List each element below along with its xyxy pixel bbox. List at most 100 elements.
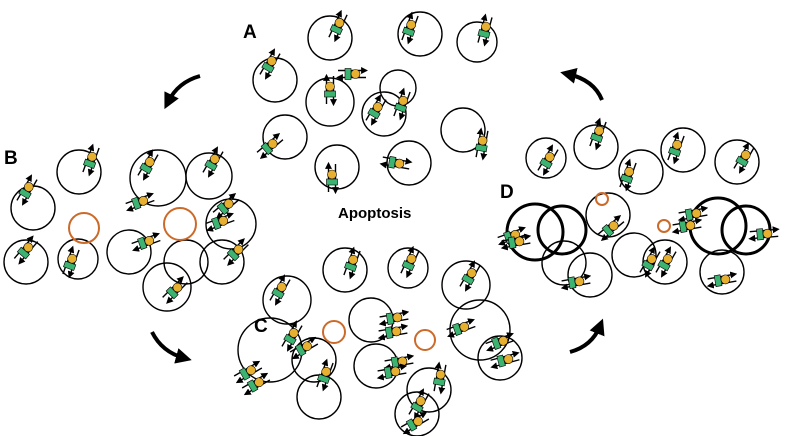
flux-arrow-outward — [672, 217, 703, 226]
cell-20 — [163, 239, 209, 285]
flux-arrow-inward — [500, 242, 531, 251]
receptor-pair-11 — [325, 161, 339, 195]
receptor-pair-26 — [343, 246, 361, 280]
receptor-pair-9 — [475, 127, 489, 161]
flux-arrow-outward — [433, 361, 442, 392]
flux-arrow-inward — [677, 214, 708, 223]
apoptotic-body-5 — [595, 192, 609, 206]
cell-33 — [394, 391, 440, 436]
cell-17 — [3, 239, 49, 285]
gold-receptor — [477, 135, 488, 146]
receptor-pair-1 — [328, 9, 348, 43]
receptor-pair-20 — [13, 235, 39, 265]
flux-arrow-outward — [561, 273, 592, 282]
gold-receptor — [608, 220, 619, 231]
flux-arrow-inward — [21, 179, 38, 206]
flux-arrow-inward — [67, 249, 80, 279]
gold-receptor — [348, 254, 358, 265]
receptor-pair-4 — [259, 48, 281, 80]
receptor-pair-36 — [316, 358, 334, 392]
apoptotic-body-6 — [657, 219, 671, 233]
flux-arrow-outward — [256, 132, 281, 153]
panel-label-c: C — [254, 316, 268, 337]
gold-receptor — [406, 254, 417, 264]
flux-arrow-inward — [87, 147, 100, 177]
gold-receptor — [372, 102, 383, 112]
gold-receptor — [498, 336, 509, 346]
gold-receptor — [276, 282, 287, 292]
receptor-pair-53 — [671, 217, 703, 235]
cell-3 — [456, 21, 498, 63]
flux-arrow-outward — [501, 233, 532, 242]
flux-arrow-inward — [259, 139, 284, 160]
gold-receptor — [266, 56, 277, 66]
gold-receptor — [223, 198, 234, 209]
flux-arrow-outward — [289, 336, 317, 353]
flux-arrow-inward — [378, 318, 409, 327]
flux-arrow-inward — [398, 91, 411, 121]
gold-receptor — [574, 276, 585, 287]
gold-receptor — [646, 254, 657, 264]
cell-1 — [307, 15, 353, 61]
flux-arrow-outward — [328, 9, 342, 38]
flux-arrow-outward — [597, 214, 622, 235]
flux-arrow-inward — [748, 234, 779, 242]
gold-receptor — [267, 138, 278, 149]
gold-receptor — [544, 152, 555, 162]
cell-23 — [262, 275, 312, 325]
receptor-pair-41 — [490, 350, 520, 370]
cell-43 — [567, 252, 613, 298]
apoptotic-body-2 — [163, 207, 197, 241]
receptor-pair-46 — [667, 131, 685, 165]
receptor-pair-28 — [459, 260, 481, 292]
flux-arrow-outward — [16, 174, 33, 201]
flux-arrow-outward — [316, 358, 329, 388]
receptor-pair-38 — [376, 363, 408, 381]
receptor-pair-12 — [379, 156, 413, 170]
flux-arrow-outward — [13, 235, 34, 259]
flux-arrow-outward — [589, 117, 602, 147]
gold-receptor — [350, 69, 361, 79]
flux-arrow-inward — [286, 325, 303, 352]
flux-arrow-outward — [162, 276, 184, 298]
gold-receptor — [459, 322, 470, 332]
gold-receptor — [624, 166, 634, 177]
flux-arrow-inward — [348, 250, 361, 280]
flux-arrow-inward — [126, 199, 155, 212]
flux-arrow-outward — [233, 360, 261, 377]
flux-arrow-outward — [379, 309, 410, 318]
flux-arrow-inward — [235, 367, 263, 384]
gold-receptor — [392, 312, 403, 323]
cycle-arrow-a-to-b — [164, 74, 201, 110]
flux-arrow-inward — [490, 359, 520, 370]
gold-receptor — [302, 341, 312, 352]
green-receptor — [324, 90, 336, 98]
flux-arrow-outward — [378, 323, 409, 332]
cell-30 — [353, 343, 399, 389]
flux-arrow-outward — [667, 131, 680, 161]
flux-arrow-inward — [660, 251, 677, 278]
receptor-pair-34 — [485, 332, 515, 352]
flux-arrow-outward — [382, 156, 413, 165]
receptor-pair-21 — [62, 245, 80, 279]
receptor-pair-27 — [400, 245, 420, 279]
flux-arrow-outward — [125, 192, 154, 205]
flux-arrow-outward — [475, 127, 484, 158]
receptor-pair-25 — [269, 274, 291, 306]
flux-arrow-outward — [446, 318, 475, 331]
gold-receptor — [327, 169, 337, 180]
flux-arrow-outward — [639, 246, 656, 273]
flux-arrow-inward — [321, 362, 334, 392]
flux-arrow-inward — [227, 244, 249, 266]
receptor-pair-14 — [137, 149, 159, 181]
flux-arrow-outward — [497, 226, 526, 239]
flux-arrow-outward — [269, 274, 286, 301]
receptor-pair-51 — [597, 214, 625, 242]
cell-12 — [56, 149, 102, 195]
cell-5 — [305, 77, 355, 127]
flux-arrow-inward — [486, 339, 515, 352]
flux-arrow-outward — [485, 332, 514, 345]
cell-18 — [57, 238, 99, 280]
gold-receptor — [514, 236, 525, 247]
flux-arrow-inward — [447, 325, 476, 338]
